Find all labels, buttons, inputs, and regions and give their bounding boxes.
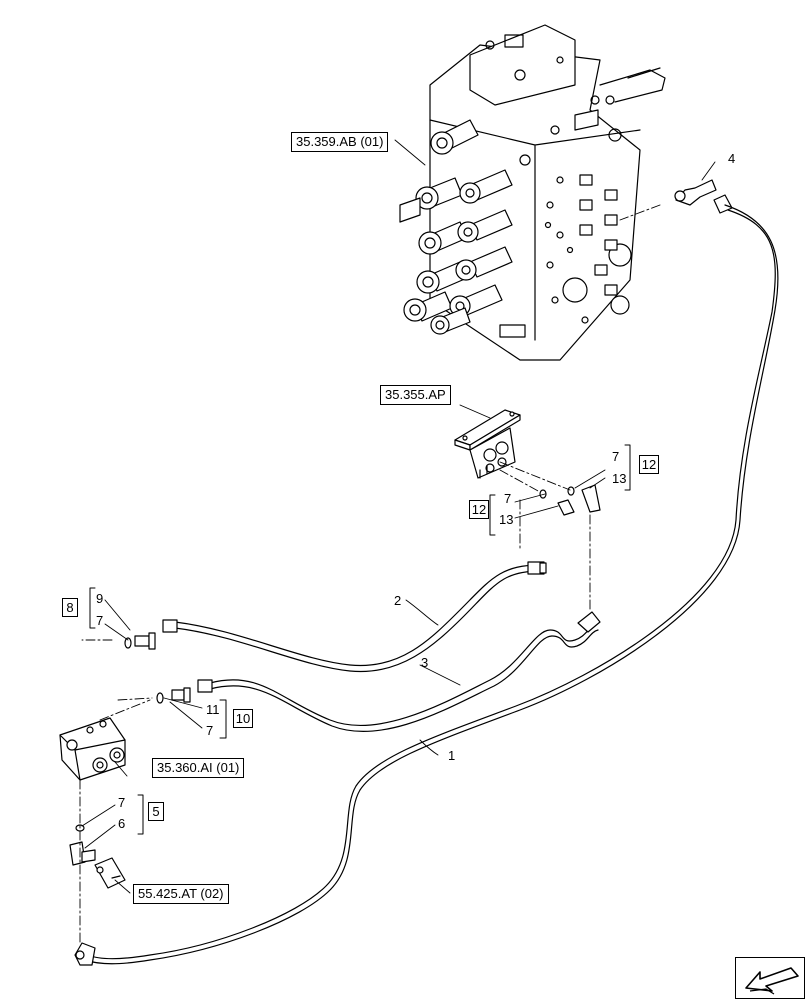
- callout-6: 6: [118, 816, 126, 831]
- callout-9: 9: [96, 591, 104, 606]
- callout-13-bracket-left: 13: [499, 512, 514, 527]
- elbow-fitting-4: [674, 179, 733, 214]
- callout-1: 1: [448, 748, 456, 763]
- ref-bracket-ap[interactable]: 35.355.AP: [380, 385, 451, 405]
- callout-7-bottom: 7: [118, 795, 126, 810]
- callout-7-left-top: 7: [96, 613, 104, 628]
- navigation-button[interactable]: [735, 957, 805, 999]
- kit-box-10[interactable]: 10: [233, 709, 253, 728]
- leader-lines: [81, 139, 716, 894]
- callout-7-left-mid: 7: [206, 723, 214, 738]
- connection-lines: [79, 204, 661, 946]
- pilot-valve-assembly: [59, 717, 126, 781]
- callout-13-bracket-right: 13: [612, 471, 627, 486]
- kit-brackets: [89, 444, 631, 835]
- kit-box-12-left[interactable]: 12: [469, 500, 489, 519]
- hose-2: [162, 561, 547, 673]
- arrow-down-left-icon: [745, 967, 799, 995]
- pressure-sensor: [94, 857, 126, 889]
- kit-box-12-right[interactable]: 12: [639, 455, 659, 474]
- kit-box-8[interactable]: 8: [62, 598, 78, 617]
- ref-valve-ab[interactable]: 35.359.AB (01): [291, 132, 389, 152]
- control-valve-block: [399, 24, 666, 361]
- callout-7-bracket-right: 7: [612, 449, 620, 464]
- callout-3: 3: [421, 655, 429, 670]
- ref-valve-ai[interactable]: 35.360.AI (01): [152, 758, 245, 778]
- hose-3: [197, 611, 601, 732]
- fittings: [69, 484, 601, 866]
- kit-box-5[interactable]: 5: [148, 802, 164, 821]
- callout-4: 4: [728, 151, 736, 166]
- callout-11: 11: [206, 702, 220, 717]
- hose-1: [74, 204, 779, 966]
- callout-7-bracket-left: 7: [504, 491, 512, 506]
- ref-sensor-at[interactable]: 55.425.AT (02): [133, 884, 229, 904]
- callout-2: 2: [394, 593, 402, 608]
- bracket-assembly: [454, 409, 521, 479]
